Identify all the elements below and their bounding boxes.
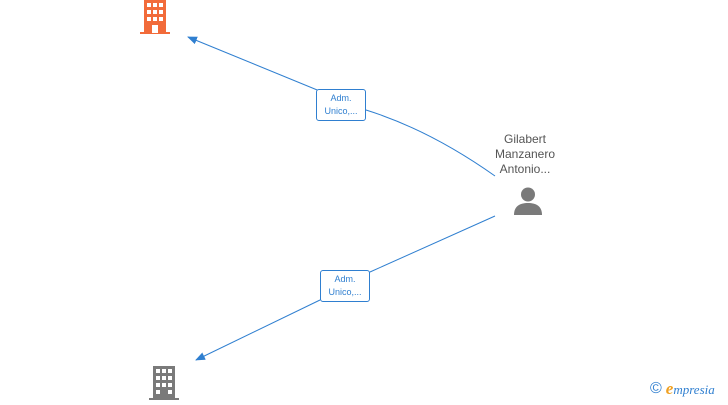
- building-icon: [140, 0, 170, 34]
- company-node-top[interactable]: [138, 0, 172, 36]
- person-name-line-2: Manzanero: [494, 147, 556, 161]
- edge-line-bottom: [196, 215, 496, 360]
- company-node-bottom[interactable]: [147, 366, 181, 400]
- edge-label-top-line-2: Unico,...: [324, 106, 358, 116]
- person-name[interactable]: Gilabert Manzanero Antonio...: [480, 132, 570, 177]
- person-node[interactable]: [512, 186, 544, 216]
- person-icon: [514, 187, 542, 215]
- person-name-line-3: Antonio...: [499, 162, 551, 176]
- brand-initial: e: [665, 379, 674, 398]
- copyright-icon: ©: [650, 380, 662, 397]
- brand-logo: © empresia: [650, 379, 715, 399]
- edge-label-top-line-1: Adm.: [330, 93, 352, 103]
- edge-label-bottom[interactable]: Adm. Unico,...: [320, 270, 370, 302]
- edge-label-bottom-line-1: Adm.: [334, 274, 356, 284]
- brand-rest: mpresia: [673, 382, 715, 397]
- edge-label-bottom-line-2: Unico,...: [328, 287, 362, 297]
- edge-line-top: [187, 36, 496, 177]
- edge-label-top[interactable]: Adm. Unico,...: [316, 89, 366, 121]
- person-name-line-1: Gilabert: [503, 132, 547, 146]
- brand-wordmark: empresia: [666, 379, 715, 399]
- building-icon: [149, 366, 179, 400]
